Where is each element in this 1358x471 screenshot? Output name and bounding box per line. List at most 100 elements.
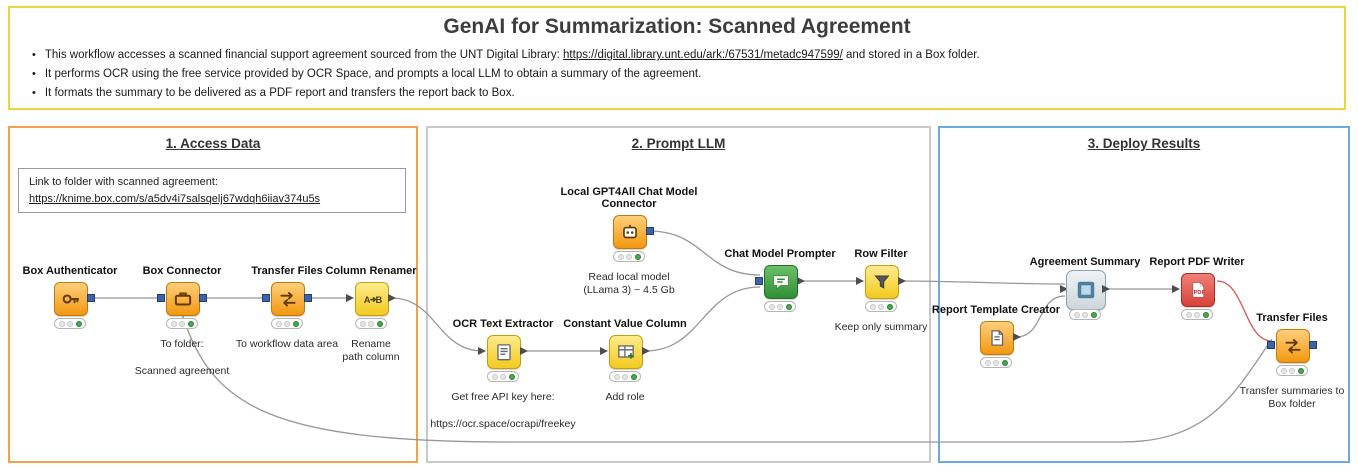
- report-icon[interactable]: [980, 321, 1014, 355]
- ocr-icon[interactable]: [487, 335, 521, 369]
- traffic-light: [1276, 365, 1308, 376]
- table-plus-icon[interactable]: [609, 335, 643, 369]
- status-dot: [67, 320, 73, 327]
- status-dot: [886, 303, 893, 310]
- output-port[interactable]: [797, 276, 805, 285]
- traffic-light: [1069, 309, 1101, 320]
- banner[interactable]: GenAI for Summarization: Scanned Agreeme…: [8, 6, 1346, 110]
- output-port[interactable]: [898, 276, 906, 285]
- traffic-light: [764, 301, 796, 312]
- output-port[interactable]: [1309, 341, 1317, 349]
- status-dot: [622, 373, 628, 380]
- status-dot: [368, 320, 374, 327]
- banner-bullet: It performs OCR using the free service p…: [32, 67, 1344, 82]
- input-port[interactable]: [157, 294, 165, 302]
- input-port[interactable]: [346, 293, 354, 302]
- status-dot: [508, 373, 515, 380]
- node-annotation: Add role: [605, 391, 645, 403]
- node-annotation: Get free API key here:: [451, 391, 555, 403]
- section-title: 2. Prompt LLM: [631, 136, 726, 151]
- section-deploy-results[interactable]: 3. Deploy Results: [938, 126, 1350, 463]
- wire-report-template-creator-to-agreement-summary[interactable]: [1015, 295, 1066, 338]
- output-port[interactable]: [642, 346, 650, 355]
- page-title: GenAI for Summarization: Scanned Agreeme…: [443, 15, 911, 38]
- status-dot: [777, 303, 783, 310]
- status-dot: [878, 303, 884, 310]
- output-port[interactable]: [87, 294, 95, 302]
- status-dot: [1280, 367, 1287, 374]
- status-dot: [1082, 311, 1088, 318]
- status-dot: [630, 373, 637, 380]
- output-port[interactable]: [1102, 284, 1110, 293]
- box-icon[interactable]: [166, 282, 200, 316]
- node-annotation: Keep only summary: [834, 321, 928, 333]
- chat-icon[interactable]: [764, 265, 798, 299]
- banner-bullet: It formats the summary to be delivered a…: [32, 86, 1344, 101]
- input-port[interactable]: [262, 294, 270, 302]
- traffic-light: [54, 318, 86, 329]
- node-annotation: Rename path column: [342, 338, 400, 364]
- bullet-link[interactable]: https://digital.library.unt.edu/ark:/675…: [563, 49, 843, 61]
- wire-box-connector-to-transfer-files-2[interactable]: [181, 313, 1273, 443]
- svg-text:B: B: [376, 295, 383, 305]
- svg-text:A: A: [364, 295, 371, 305]
- status-dot: [1001, 359, 1008, 366]
- banner-bullets: This workflow accesses a scanned financi…: [32, 48, 1344, 101]
- transfer-files-icon[interactable]: [1276, 329, 1310, 363]
- transfer-files-icon[interactable]: [271, 282, 305, 316]
- node-label: Box Connector: [142, 265, 222, 278]
- status-dot: [984, 359, 991, 366]
- link-box-url[interactable]: https://knime.box.com/s/a5dv4i7salsqelj6…: [29, 193, 321, 205]
- banner-bullet: This workflow accesses a scanned financi…: [32, 48, 1344, 63]
- bullet-text-pre: It performs OCR using the free service p…: [44, 67, 702, 80]
- output-port[interactable]: [199, 294, 207, 302]
- node-annotation: Transfer summaries to Box folder: [1239, 385, 1345, 411]
- section-access-data[interactable]: 1. Access Data: [8, 126, 418, 463]
- input-port[interactable]: [755, 277, 763, 285]
- node-label: Transfer Files: [1256, 312, 1328, 325]
- node-annotation: To workflow data area: [235, 338, 339, 350]
- input-port[interactable]: [600, 346, 608, 355]
- component-icon[interactable]: [1066, 270, 1106, 310]
- output-port[interactable]: [520, 346, 528, 355]
- traffic-light: [613, 251, 645, 262]
- wire-report-pdf-writer-to-transfer-files-2[interactable]: [1216, 280, 1273, 342]
- input-port[interactable]: [1172, 284, 1180, 293]
- status-dot: [500, 373, 506, 380]
- output-port[interactable]: [646, 227, 654, 235]
- status-dot: [292, 320, 299, 327]
- section-title: 3. Deploy Results: [1087, 136, 1201, 151]
- pdf-icon[interactable]: PDF: [1181, 273, 1215, 307]
- filter-icon[interactable]: [865, 265, 899, 299]
- input-port[interactable]: [478, 346, 486, 355]
- section-title: 1. Access Data: [165, 136, 261, 151]
- node-label: Report Template Creator: [931, 304, 1061, 317]
- status-dot: [1202, 311, 1209, 318]
- wire-column-renamer-to-ocr-text-extractor[interactable]: [390, 297, 484, 352]
- node-label: Row Filter: [854, 248, 908, 261]
- status-dot: [768, 303, 775, 310]
- output-port[interactable]: [1013, 332, 1021, 341]
- status-dot: [1194, 311, 1200, 318]
- input-port[interactable]: [856, 276, 864, 285]
- status-dot: [1185, 311, 1192, 318]
- key-icon[interactable]: [54, 282, 88, 316]
- status-dot: [785, 303, 792, 310]
- section-prompt-llm[interactable]: 2. Prompt LLM: [426, 126, 931, 463]
- status-dot: [75, 320, 82, 327]
- status-dot: [284, 320, 290, 327]
- wire-constant-value-column-to-chat-model-prompter[interactable]: [644, 286, 761, 352]
- link-annotation[interactable]: Link to folder with scanned agreement: h…: [18, 168, 406, 213]
- output-port[interactable]: [304, 294, 312, 302]
- wire-gpt4all-connector-to-chat-model-prompter[interactable]: [648, 230, 761, 276]
- status-dot: [491, 373, 498, 380]
- input-port[interactable]: [1060, 284, 1068, 293]
- input-port[interactable]: [1267, 341, 1275, 349]
- traffic-light: [166, 318, 198, 329]
- status-dot: [1073, 311, 1080, 318]
- wire-row-filter-to-agreement-summary[interactable]: [900, 280, 1066, 285]
- model-icon[interactable]: [613, 215, 647, 249]
- output-port[interactable]: [388, 293, 396, 302]
